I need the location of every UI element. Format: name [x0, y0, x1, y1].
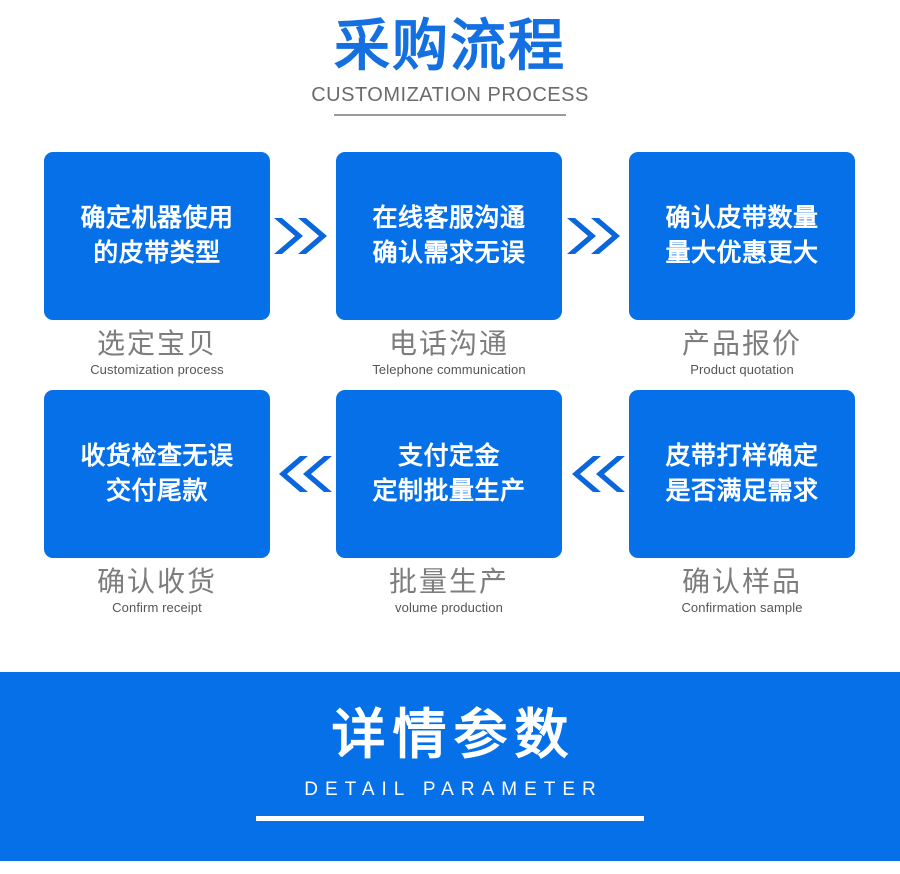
flow-step-2-box-line-1: 在线客服沟通 — [372, 203, 526, 232]
flow-step-6-caption-cn: 确认收货 — [96, 566, 217, 597]
banner-divider — [256, 816, 644, 822]
flow-row-1: 确定机器使用 的皮带类型 选定宝贝 Customization process … — [0, 152, 900, 392]
process-flow: 确定机器使用 的皮带类型 选定宝贝 Customization process … — [0, 138, 900, 658]
chevron-left-icon-1 — [272, 452, 334, 496]
flow-step-2-box[interactable]: 在线客服沟通 确认需求无误 — [336, 152, 562, 320]
flow-step-2-caption-en: Telephone communication — [372, 362, 526, 378]
flow-step-3[interactable]: 确认皮带数量 量大优惠更大 产品报价 Product quotation — [629, 152, 855, 377]
flow-step-1-caption-en: Customization process — [90, 362, 224, 378]
chevron-right-icon-2 — [565, 214, 627, 258]
flow-step-4[interactable]: 皮带打样确定 是否满足需求 确认样品 Confirmation sample — [629, 390, 855, 615]
banner-subtitle: DETAIL PARAMETER — [304, 779, 603, 801]
flow-step-6-box-line-2: 交付尾款 — [105, 477, 208, 505]
banner-title: 详情参数 — [331, 705, 576, 765]
flow-step-3-caption-cn: 产品报价 — [681, 328, 802, 359]
flow-step-3-caption-en: Product quotation — [690, 362, 794, 378]
flow-step-6-box-line-1: 收货检查无误 — [80, 441, 234, 470]
flow-step-1[interactable]: 确定机器使用 的皮带类型 选定宝贝 Customization process — [44, 152, 270, 377]
flow-step-5-caption-en: volume production — [395, 600, 503, 616]
flow-step-3-box[interactable]: 确认皮带数量 量大优惠更大 — [629, 152, 855, 320]
flow-step-5-caption-cn: 批量生产 — [388, 566, 509, 597]
detail-parameter-banner: 详情参数 DETAIL PARAMETER — [0, 672, 900, 861]
chevron-right-icon-1 — [272, 214, 334, 258]
page-subtitle: CUSTOMIZATION PROCESS — [311, 84, 589, 107]
flow-step-1-box-line-2: 的皮带类型 — [93, 239, 221, 267]
flow-step-4-box-line-2: 是否满足需求 — [665, 477, 819, 505]
header-divider — [334, 114, 566, 117]
flow-step-6-caption-en: Confirm receipt — [112, 600, 202, 616]
page-header: 采购流程 CUSTOMIZATION PROCESS — [0, 0, 900, 132]
flow-step-6[interactable]: 收货检查无误 交付尾款 确认收货 Confirm receipt — [44, 390, 270, 615]
flow-step-5[interactable]: 支付定金 定制批量生产 批量生产 volume production — [336, 390, 562, 615]
page-title: 采购流程 — [334, 14, 566, 77]
flow-step-5-box-line-1: 支付定金 — [397, 441, 500, 470]
flow-step-2[interactable]: 在线客服沟通 确认需求无误 电话沟通 Telephone communicati… — [336, 152, 562, 377]
flow-step-1-box[interactable]: 确定机器使用 的皮带类型 — [44, 152, 270, 320]
flow-step-5-box-line-2: 定制批量生产 — [372, 477, 526, 505]
flow-step-1-box-line-1: 确定机器使用 — [80, 203, 234, 232]
flow-step-2-caption-cn: 电话沟通 — [388, 328, 509, 359]
flow-step-4-caption-cn: 确认样品 — [681, 566, 802, 597]
flow-step-4-box[interactable]: 皮带打样确定 是否满足需求 — [629, 390, 855, 558]
flow-step-3-box-line-2: 量大优惠更大 — [665, 239, 819, 267]
flow-step-4-box-line-1: 皮带打样确定 — [665, 441, 819, 470]
flow-step-2-box-line-2: 确认需求无误 — [372, 239, 526, 267]
flow-step-4-caption-en: Confirmation sample — [681, 600, 803, 616]
flow-step-6-box[interactable]: 收货检查无误 交付尾款 — [44, 390, 270, 558]
flow-step-5-box[interactable]: 支付定金 定制批量生产 — [336, 390, 562, 558]
flow-row-2: 收货检查无误 交付尾款 确认收货 Confirm receipt 支付定金 定制… — [0, 390, 900, 630]
flow-step-1-caption-cn: 选定宝贝 — [96, 328, 217, 359]
chevron-left-icon-2 — [565, 452, 627, 496]
flow-step-3-box-line-1: 确认皮带数量 — [665, 203, 819, 232]
